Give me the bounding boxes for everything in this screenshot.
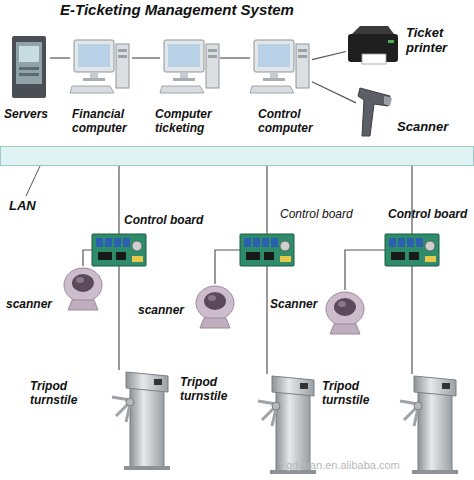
hand-scanner-icon bbox=[358, 88, 392, 136]
device-node: Financial computer bbox=[70, 38, 132, 96]
network-wire bbox=[411, 166, 412, 234]
device-node: Control board bbox=[385, 234, 439, 266]
network-wire bbox=[411, 266, 412, 374]
lan-leader-line bbox=[26, 166, 40, 196]
network-wire bbox=[312, 82, 356, 103]
omni-scanner-icon bbox=[326, 292, 364, 334]
device-label: Scanner bbox=[397, 120, 463, 135]
network-wire bbox=[118, 166, 119, 234]
omni-scanner-icon bbox=[64, 268, 102, 310]
network-wire bbox=[132, 57, 160, 58]
network-wire bbox=[50, 57, 70, 58]
device-node: Tripod turnstile bbox=[400, 374, 462, 472]
device-node: Control board bbox=[92, 234, 146, 266]
ticket-printer-icon bbox=[348, 26, 398, 64]
device-node: Tripod turnstile bbox=[258, 374, 322, 472]
device-label: Tripod turnstile bbox=[30, 380, 96, 408]
control-board-icon bbox=[240, 234, 294, 266]
device-label: Control board bbox=[124, 214, 224, 228]
network-wire bbox=[83, 250, 92, 266]
device-label: Tripod turnstile bbox=[180, 376, 246, 404]
ticketing-pc bbox=[160, 40, 219, 93]
device-label: Tripod turnstile bbox=[322, 380, 388, 408]
device-node: Servers bbox=[8, 34, 50, 100]
network-wire bbox=[312, 52, 346, 60]
network-band: LAN bbox=[0, 146, 474, 166]
server-tower bbox=[12, 36, 46, 98]
control-board-icon bbox=[92, 234, 146, 266]
turnstile-icon bbox=[112, 372, 170, 470]
diagram-title: E-Ticketing Management System bbox=[60, 1, 294, 18]
device-label: Computer ticketing bbox=[155, 108, 221, 136]
network-wire bbox=[345, 250, 385, 290]
control-pc bbox=[250, 40, 309, 93]
device-node: scanner bbox=[60, 266, 106, 312]
device-label: Control computer bbox=[258, 108, 324, 136]
device-label: scanner bbox=[6, 298, 66, 312]
device-label: Financial computer bbox=[72, 108, 134, 136]
network-wire bbox=[266, 166, 267, 234]
device-label: Scanner bbox=[270, 298, 330, 312]
device-label: scanner bbox=[138, 304, 198, 318]
turnstile-icon bbox=[400, 376, 458, 474]
network-wire bbox=[215, 250, 240, 284]
network-wire bbox=[118, 266, 119, 370]
device-node: Ticket printer bbox=[346, 26, 400, 64]
device-node: Control board bbox=[240, 234, 294, 266]
network-wire bbox=[266, 266, 267, 374]
device-node: Computer ticketing bbox=[160, 38, 220, 96]
device-node: Scanner bbox=[356, 84, 394, 140]
device-label: Servers bbox=[4, 108, 60, 122]
network-wire bbox=[220, 57, 250, 58]
device-node: Control computer bbox=[250, 38, 312, 96]
device-label: Ticket printer bbox=[406, 26, 466, 56]
device-node: scanner bbox=[194, 284, 236, 330]
device-node: Tripod turnstile bbox=[112, 370, 176, 472]
financial-pc bbox=[70, 40, 129, 93]
control-board-icon bbox=[385, 234, 439, 266]
device-node: Scanner bbox=[324, 290, 366, 336]
watermark: gdyuan.en.alibaba.com bbox=[286, 459, 400, 471]
device-label: LAN bbox=[9, 199, 49, 214]
omni-scanner-icon bbox=[196, 286, 234, 328]
device-label: Control board bbox=[280, 208, 380, 222]
device-label: Control board bbox=[388, 208, 472, 222]
